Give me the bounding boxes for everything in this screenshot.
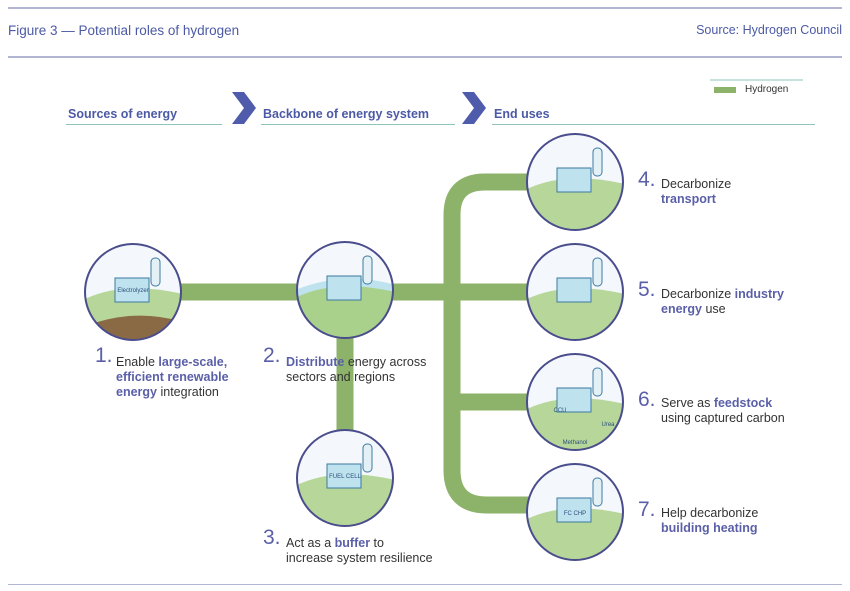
role-label-line: sectors and regions [286, 370, 426, 385]
legend-swatch [714, 87, 736, 93]
role-label-line: using captured carbon [661, 411, 785, 426]
illustration-industry [526, 243, 624, 341]
stage-underline [492, 124, 815, 125]
role-label-line: Act as a buffer to [286, 536, 433, 551]
role-label-line: building heating [661, 521, 758, 536]
circle-border [526, 353, 624, 451]
role-emphasis: Distribute [286, 355, 345, 369]
role-emphasis: building heating [661, 521, 758, 535]
chevron-icon [232, 92, 256, 124]
role-number: 7. [638, 498, 656, 521]
role-label-line: Decarbonize [661, 177, 731, 192]
stage-underline [66, 124, 222, 125]
role-text: Help decarbonize [661, 506, 759, 520]
legend-label: Hydrogen [745, 84, 789, 95]
role-label-line: energy use [661, 302, 784, 317]
role-text: using captured carbon [661, 411, 785, 425]
circle-border [526, 463, 624, 561]
stage-end-uses: End uses [494, 107, 550, 121]
role-emphasis: large-scale, [158, 355, 228, 369]
header-rule [8, 56, 842, 58]
illustration-label: Urea [601, 422, 615, 428]
role-text: increase system resilience [286, 551, 433, 565]
role-number: 6. [638, 388, 656, 411]
illustration-heating [526, 463, 624, 561]
illustration-label: Methanol [563, 440, 588, 446]
role-text: Serve as [661, 396, 714, 410]
role-label-line: Decarbonize industry [661, 287, 784, 302]
stage-backbone: Backbone of energy system [263, 107, 430, 121]
role-label-line: Serve as feedstock [661, 396, 785, 411]
role-emphasis: feedstock [713, 396, 773, 410]
illustration-feedstock [526, 353, 624, 451]
role-number: 2. [263, 344, 281, 367]
bottom-rule [8, 584, 842, 585]
role-emphasis: energy [116, 385, 157, 399]
role-label-line: Distribute energy across [286, 355, 426, 370]
role-label-line: increase system resilience [286, 551, 433, 566]
illustration-distribute [296, 241, 394, 339]
role-text: sectors and regions [286, 370, 396, 384]
hydrogen-pipes [170, 173, 540, 514]
role-emphasis: buffer [334, 536, 371, 550]
circle-border [526, 133, 624, 231]
role-text: Enable [116, 355, 159, 369]
circle-border [296, 241, 394, 339]
illustration-label: FUEL CELL [329, 474, 361, 480]
role-text: use [702, 302, 726, 316]
illustration-transport [526, 133, 624, 231]
role-label-line: Enable large-scale, [116, 355, 229, 370]
role-label-line: efficient renewable [116, 370, 229, 385]
role-label-line: Help decarbonize [661, 506, 758, 521]
top-rule [8, 7, 842, 9]
stage-sources: Sources of energy [68, 107, 178, 121]
role-label-line: transport [661, 192, 731, 207]
role-number: 3. [263, 526, 281, 549]
role-text: Act as a [286, 536, 335, 550]
role-number: 4. [638, 168, 656, 191]
illustration-label: CCU [554, 408, 567, 414]
figure-source: Source: Hydrogen Council [696, 23, 842, 37]
illustration-buffer [296, 429, 394, 527]
role-emphasis: energy [661, 302, 702, 316]
illustration-label: FC CHP [564, 511, 586, 517]
role-text: Decarbonize [661, 287, 735, 301]
role-number: 1. [95, 344, 113, 367]
figure-title: Figure 3 — Potential roles of hydrogen [8, 23, 240, 38]
role-text: to [370, 536, 384, 550]
role-text: Decarbonize [661, 177, 732, 191]
pipe-trunk [443, 173, 535, 514]
stage-underline [261, 124, 455, 125]
role-label-line: energy integration [116, 385, 229, 400]
role-text: integration [157, 385, 219, 399]
circle-border [526, 243, 624, 341]
role-text: energy across [344, 355, 427, 369]
circle-border [84, 243, 182, 341]
role-emphasis: efficient renewable [116, 370, 229, 384]
role-emphasis: industry [734, 287, 784, 301]
illustration-label: Electrolyzer [117, 288, 148, 294]
role-number: 5. [638, 278, 656, 301]
circle-border [296, 429, 394, 527]
chevron-icon [462, 92, 486, 124]
role-emphasis: transport [661, 192, 716, 206]
